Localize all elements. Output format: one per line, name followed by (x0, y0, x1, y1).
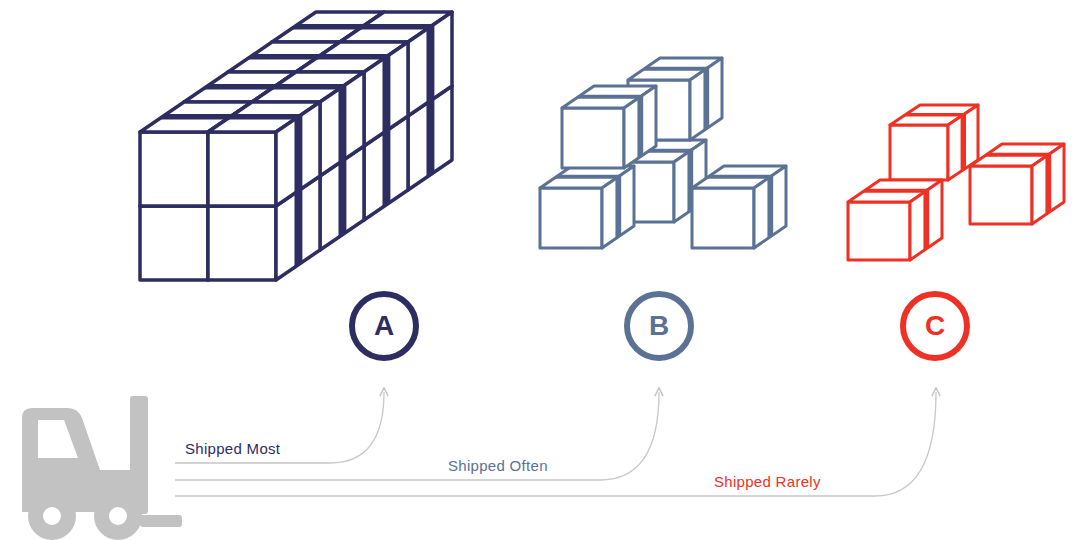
box-icon (848, 180, 942, 260)
category-letter: C (899, 290, 971, 362)
forklift-mast (130, 396, 148, 514)
forklift-wheel (94, 492, 142, 540)
flow-line (175, 392, 384, 463)
category-letter: A (348, 290, 420, 362)
forklift-hub (43, 507, 61, 525)
box-icon (208, 102, 320, 206)
flow-line (175, 392, 659, 480)
forklift-hub (109, 507, 127, 525)
category-letter: B (623, 290, 695, 362)
category-circle: C (899, 290, 971, 362)
forklift-fork (140, 515, 182, 527)
flow-label: Shipped Rarely (712, 473, 823, 490)
box-icon (970, 144, 1064, 224)
box-icon (890, 105, 978, 180)
forklift-window (38, 420, 78, 458)
category-circle: B (623, 290, 695, 362)
box-icon (540, 166, 634, 248)
box-icon (692, 166, 786, 248)
box-icon (562, 86, 656, 168)
forklift-wheel (28, 492, 76, 540)
flow-line (175, 392, 936, 496)
forklift-icon (22, 396, 182, 540)
flow-label: Shipped Most (183, 440, 282, 457)
category-circle: A (348, 290, 420, 362)
flow-label: Shipped Often (446, 457, 550, 474)
